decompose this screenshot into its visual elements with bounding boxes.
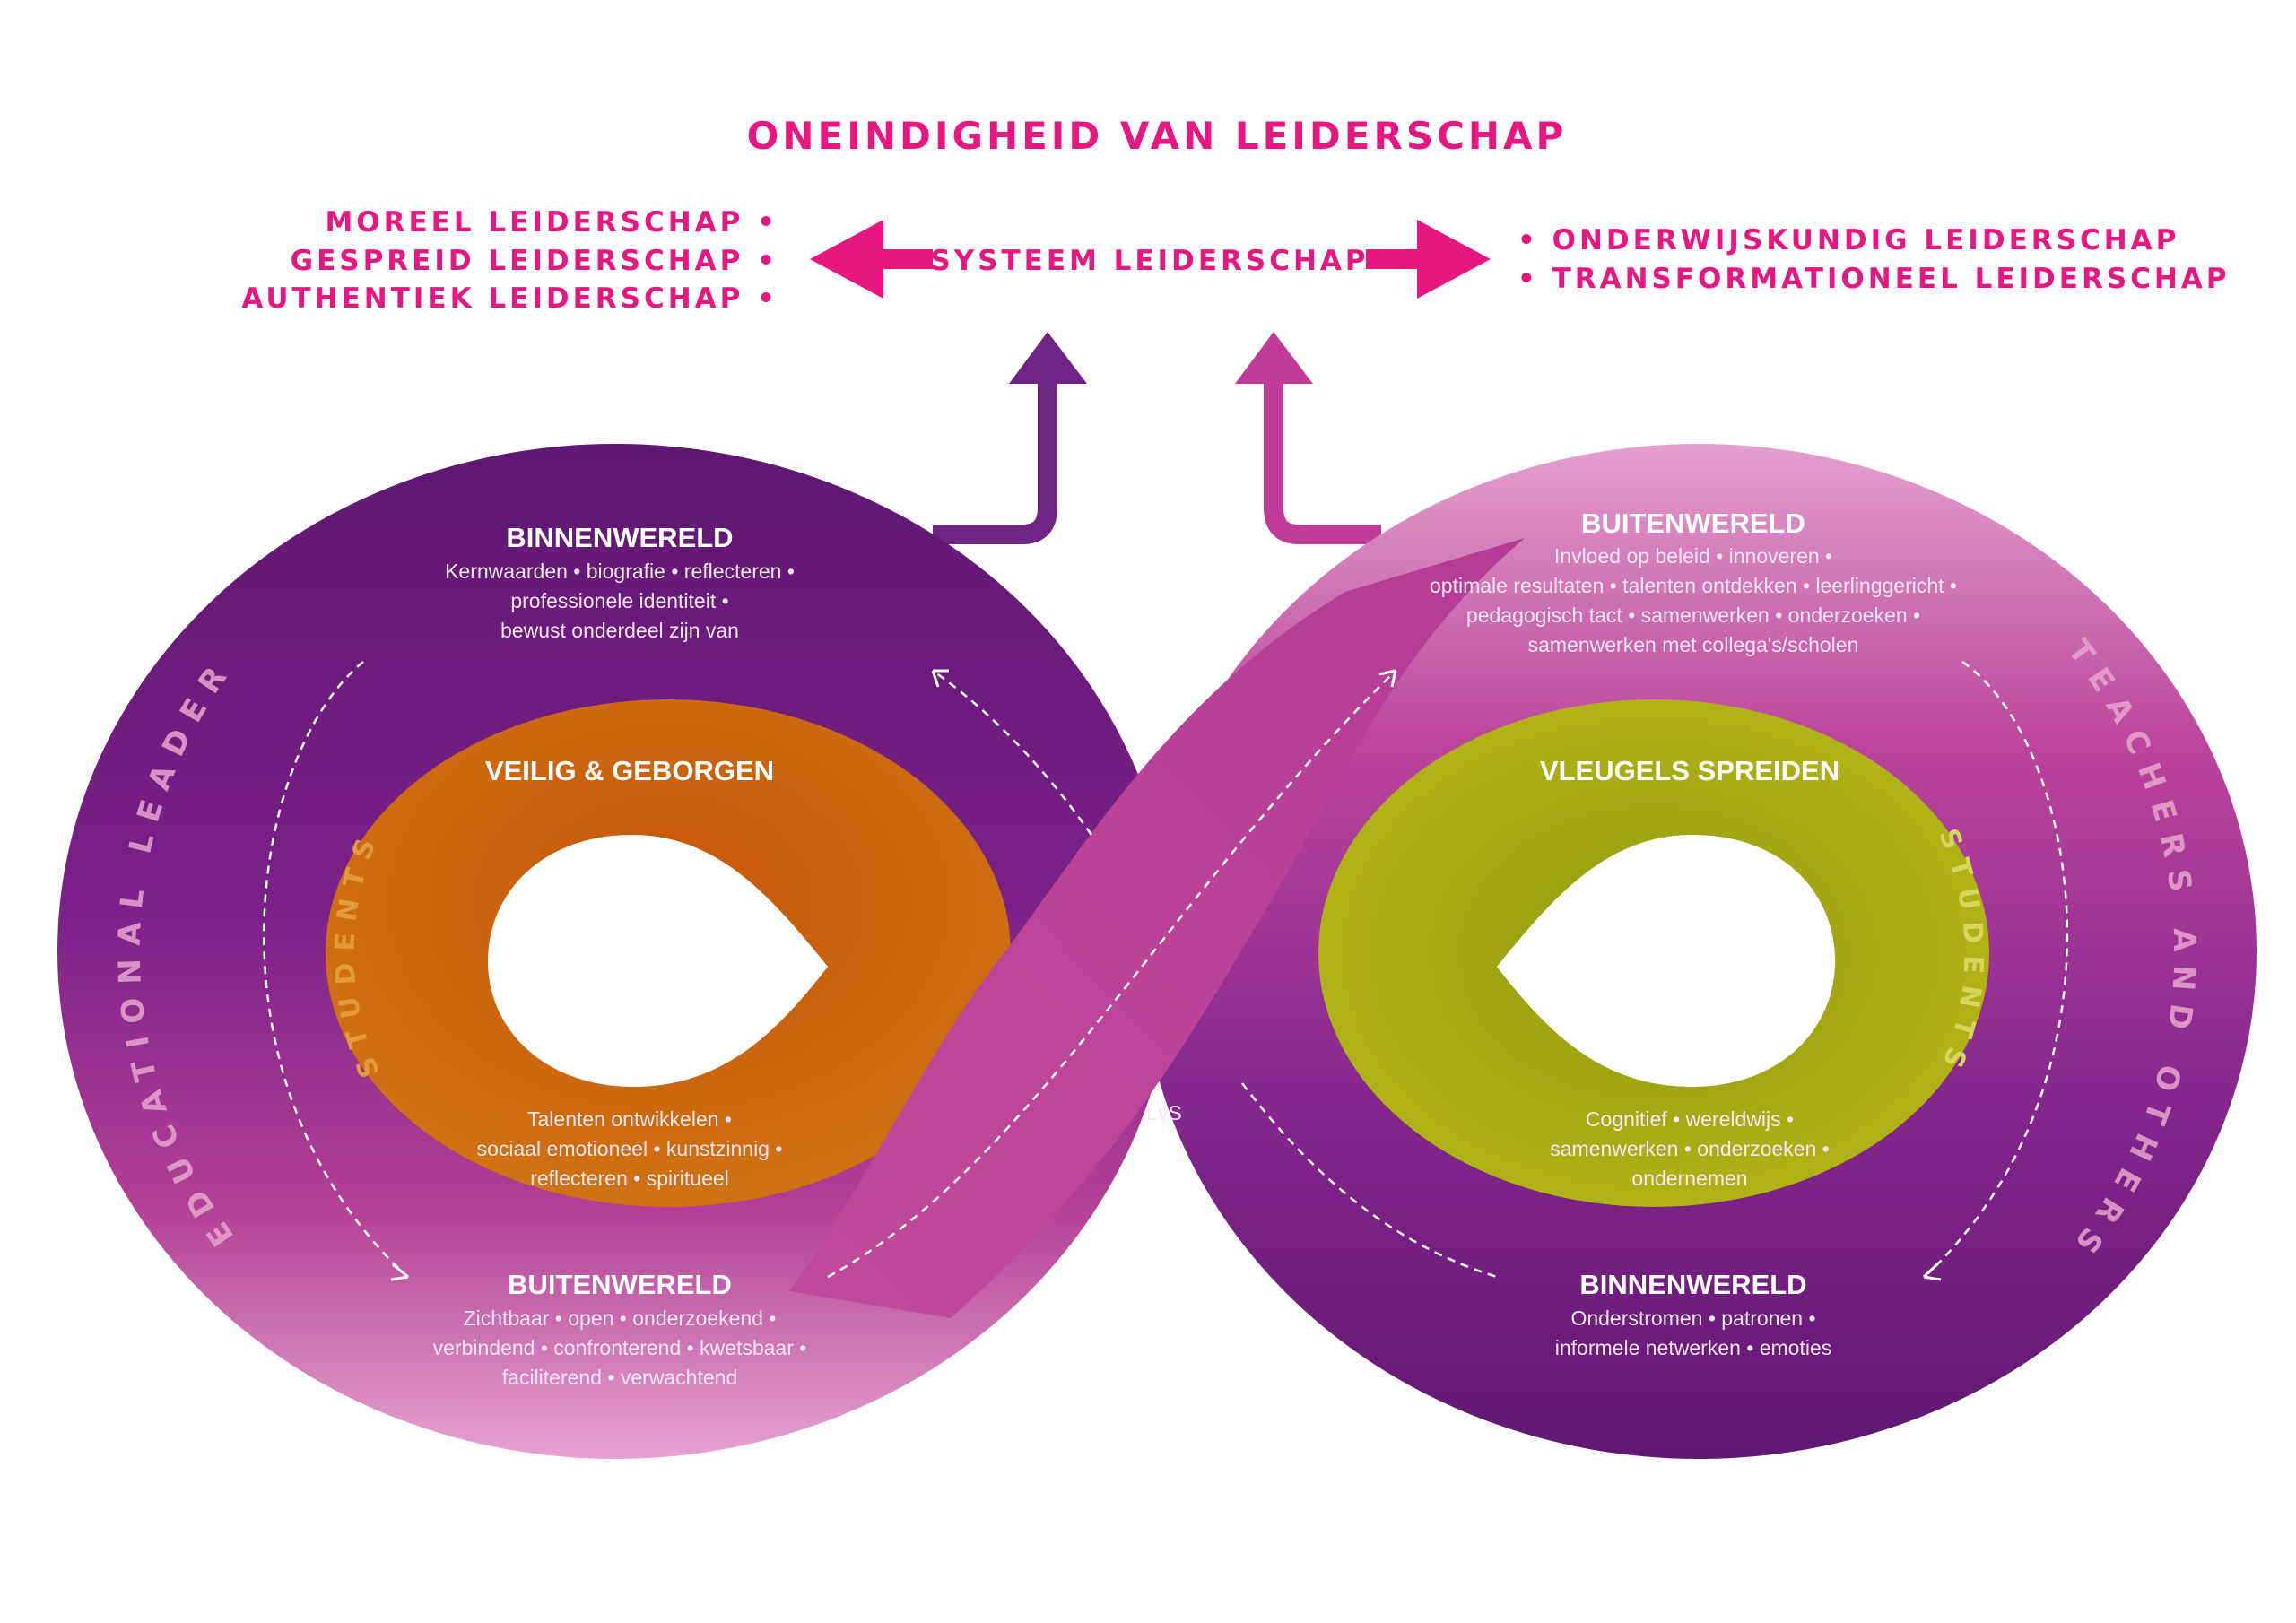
left-top-block: BINNENWERELD Kernwaarden • biografie • r… xyxy=(445,522,795,642)
block-line: professionele identiteit • xyxy=(510,589,728,612)
left-leadership-list: MOREEL LEIDERSCHAP • GESPREID LEIDERSCHA… xyxy=(241,206,778,315)
block-line: samenwerken • onderzoeken • xyxy=(1550,1137,1829,1160)
infinity-crossing-band xyxy=(789,538,1525,1318)
left-list-item: GESPREID LEIDERSCHAP • xyxy=(291,245,778,277)
block-line: informele netwerken • emoties xyxy=(1555,1336,1831,1359)
left-leaf-hole xyxy=(488,835,828,1087)
arrowhead-icon xyxy=(390,1263,409,1281)
block-line: verbindend • confronterend • kwetsbaar • xyxy=(433,1336,807,1359)
block-heading: VLEUGELS SPREIDEN xyxy=(1540,755,1839,786)
diagram-title: ONEINDIGHEID VAN LEIDERSCHAP xyxy=(747,114,1568,158)
right-top-block: BUITENWERELD Invloed op beleid • innover… xyxy=(1430,508,1957,656)
flow-arrows xyxy=(263,660,2068,1279)
right-list-item: • ONDERWIJSKUNDIG LEIDERSCHAP xyxy=(1518,224,2179,256)
left-inner-block: VEILIG & GEBORGEN Talenten ontwikkelen •… xyxy=(477,755,783,1190)
crossing-label: LvS xyxy=(1146,1101,1182,1124)
up-arrow-purple-icon xyxy=(933,381,1057,544)
block-line: reflecteren • spiritueel xyxy=(530,1167,729,1190)
arrowhead-icon xyxy=(1922,1263,1942,1281)
block-line: Invloed op beleid • innoveren • xyxy=(1554,544,1832,568)
center-label: SYSTEEM LEIDERSCHAP xyxy=(930,245,1369,277)
left-bottom-block: BUITENWERELD Zichtbaar • open • onderzoe… xyxy=(433,1269,807,1389)
right-leadership-list: • ONDERWIJSKUNDIG LEIDERSCHAP • TRANSFOR… xyxy=(1518,224,2231,295)
block-heading: BINNENWERELD xyxy=(1579,1269,1806,1300)
block-line: sociaal emotioneel • kunstzinnig • xyxy=(477,1137,783,1160)
arrowhead-icon xyxy=(1378,669,1397,688)
left-list-item: MOREEL LEIDERSCHAP • xyxy=(325,206,778,239)
block-line: pedagogisch tact • samenwerken • onderzo… xyxy=(1466,603,1920,627)
flow-arrowheads xyxy=(390,669,1942,1281)
block-heading: BINNENWERELD xyxy=(506,522,733,553)
up-arrow-pink-head-icon xyxy=(1235,332,1313,384)
block-line: Onderstromen • patronen • xyxy=(1570,1306,1815,1330)
right-bottom-block: BINNENWERELD Onderstromen • patronen • i… xyxy=(1555,1269,1831,1359)
block-heading: BUITENWERELD xyxy=(508,1269,732,1300)
dashed-arrow-left-top xyxy=(932,669,1093,836)
dashed-arrow-right-bottom xyxy=(1241,1082,1498,1279)
block-line: Zichtbaar • open • onderzoekend • xyxy=(464,1306,777,1330)
block-line: Kernwaarden • biografie • reflecteren • xyxy=(445,560,795,583)
left-list-item: AUTHENTIEK LEIDERSCHAP • xyxy=(241,282,778,315)
right-leaf-hole xyxy=(1497,835,1835,1087)
block-line: Cognitief • wereldwijs • xyxy=(1586,1107,1794,1131)
up-arrow-purple-head-icon xyxy=(1009,332,1087,384)
block-line: bewust onderdeel zijn van xyxy=(500,619,739,642)
up-arrow-pink-icon xyxy=(1264,381,1381,544)
block-line: samenwerken met collega's/scholen xyxy=(1528,633,1859,656)
block-line: faciliterend • verwachtend xyxy=(502,1366,737,1389)
arrowhead-icon xyxy=(931,669,949,688)
block-line: optimale resultaten • talenten ontdekken… xyxy=(1430,574,1957,597)
block-line: ondernemen xyxy=(1631,1167,1747,1190)
right-inner-block: VLEUGELS SPREIDEN Cognitief • wereldwijs… xyxy=(1540,755,1839,1190)
dashed-arrow-right-outer xyxy=(1927,660,2068,1274)
right-list-item: • TRANSFORMATIONEEL LEIDERSCHAP xyxy=(1518,263,2231,295)
block-line: Talenten ontwikkelen • xyxy=(527,1107,732,1131)
dashed-arrow-left-outer xyxy=(263,661,404,1274)
block-heading: VEILIG & GEBORGEN xyxy=(485,755,774,786)
block-heading: BUITENWERELD xyxy=(1581,508,1805,539)
arrow-right-icon xyxy=(1366,220,1491,299)
arrow-left-icon xyxy=(810,220,933,299)
dashed-arrow-crossing-up xyxy=(827,670,1396,1279)
